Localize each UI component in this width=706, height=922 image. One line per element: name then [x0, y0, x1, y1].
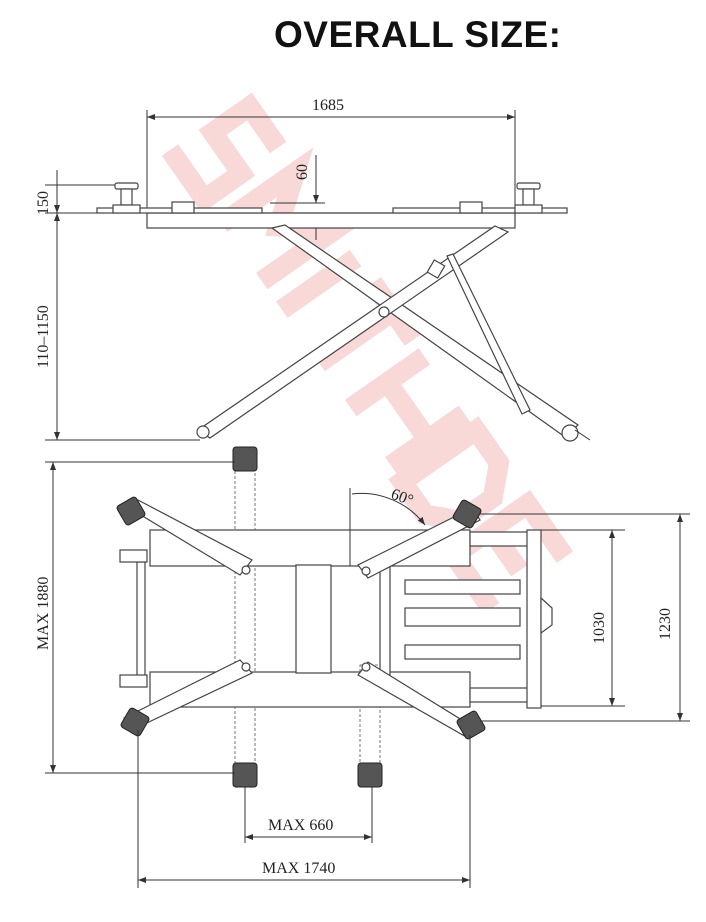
lift-pad: [116, 496, 146, 526]
dimension-label-length: 1685: [312, 97, 344, 114]
dimension-label-pad-height: 150: [35, 191, 52, 215]
lift-pad: [120, 707, 150, 737]
ramp-plate: [526, 529, 542, 709]
dimension-label-max-1880: MAX 1880: [35, 577, 52, 650]
dimension-label-platform-height: 60: [294, 164, 311, 180]
lift-pad: [452, 499, 482, 529]
lift-pad-left: [112, 182, 141, 214]
lift-pad-right: [514, 182, 543, 214]
dimension-label-angle: 60°: [389, 486, 416, 510]
scissor-mechanism: [196, 224, 591, 442]
dimension-label-lift-range: 110–1150: [35, 305, 52, 368]
lift-pad: [232, 762, 258, 788]
dimension-label-max-1740: MAX 1740: [262, 860, 335, 877]
lift-pad: [456, 710, 486, 740]
lift-pad: [232, 446, 258, 472]
lift-pad: [357, 762, 383, 788]
platform: [146, 212, 516, 229]
dimension-label-1030: 1030: [591, 612, 608, 644]
dimension-label-max-660: MAX 660: [268, 817, 333, 834]
dimension-label-1230: 1230: [657, 608, 674, 640]
page-title: OVERALL SIZE:: [274, 14, 562, 55]
side-view: 1685 150: [35, 97, 591, 442]
swing-arms: [123, 499, 481, 739]
center-column: [295, 564, 332, 674]
top-view: 60° MAX 1880 1030 1230 MAX 660 MAX 1740: [35, 446, 690, 888]
